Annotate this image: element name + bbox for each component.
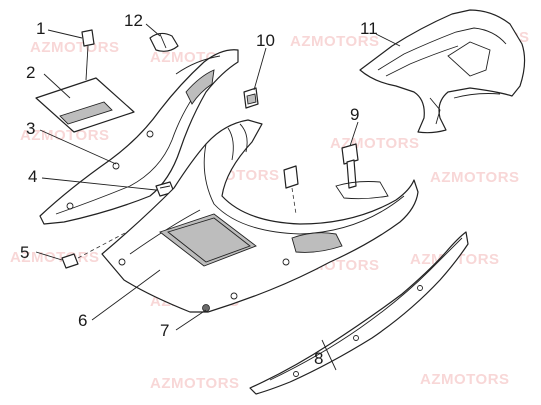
callout-1: 1 xyxy=(36,19,45,38)
watermark-wm-3: AZMOTORS xyxy=(290,33,380,50)
watermark-wm-14: AZMOTORS xyxy=(420,371,510,388)
leader-lines xyxy=(35,23,401,371)
part-3-left-side-rail xyxy=(39,49,239,225)
callout-8: 8 xyxy=(314,349,323,368)
part-11-floor-mat xyxy=(359,9,526,134)
watermark-wm-1: AZMOTORS xyxy=(30,39,120,56)
callout-5: 5 xyxy=(20,243,29,262)
callout-2: 2 xyxy=(26,63,35,82)
callout-7: 7 xyxy=(160,321,169,340)
part-12-clip xyxy=(149,32,179,52)
rivet-center xyxy=(283,165,299,215)
callout-12: 12 xyxy=(124,11,143,30)
part-2-access-panel xyxy=(35,77,135,133)
part-8-right-side-rail xyxy=(249,231,469,395)
part-9-bolt xyxy=(341,143,359,189)
callout-9: 9 xyxy=(350,105,359,124)
callout-11: 11 xyxy=(360,19,378,38)
part-1-screw xyxy=(81,29,95,81)
callout-10: 10 xyxy=(256,31,275,50)
callout-6: 6 xyxy=(78,311,87,330)
watermark-wm-13: AZMOTORS xyxy=(150,375,240,392)
part-10-bracket xyxy=(243,87,259,109)
part-6-floor-panel xyxy=(101,119,419,313)
callout-4: 4 xyxy=(28,167,37,186)
callout-3: 3 xyxy=(26,119,35,138)
watermark-wm-8: AZMOTORS xyxy=(430,169,520,186)
